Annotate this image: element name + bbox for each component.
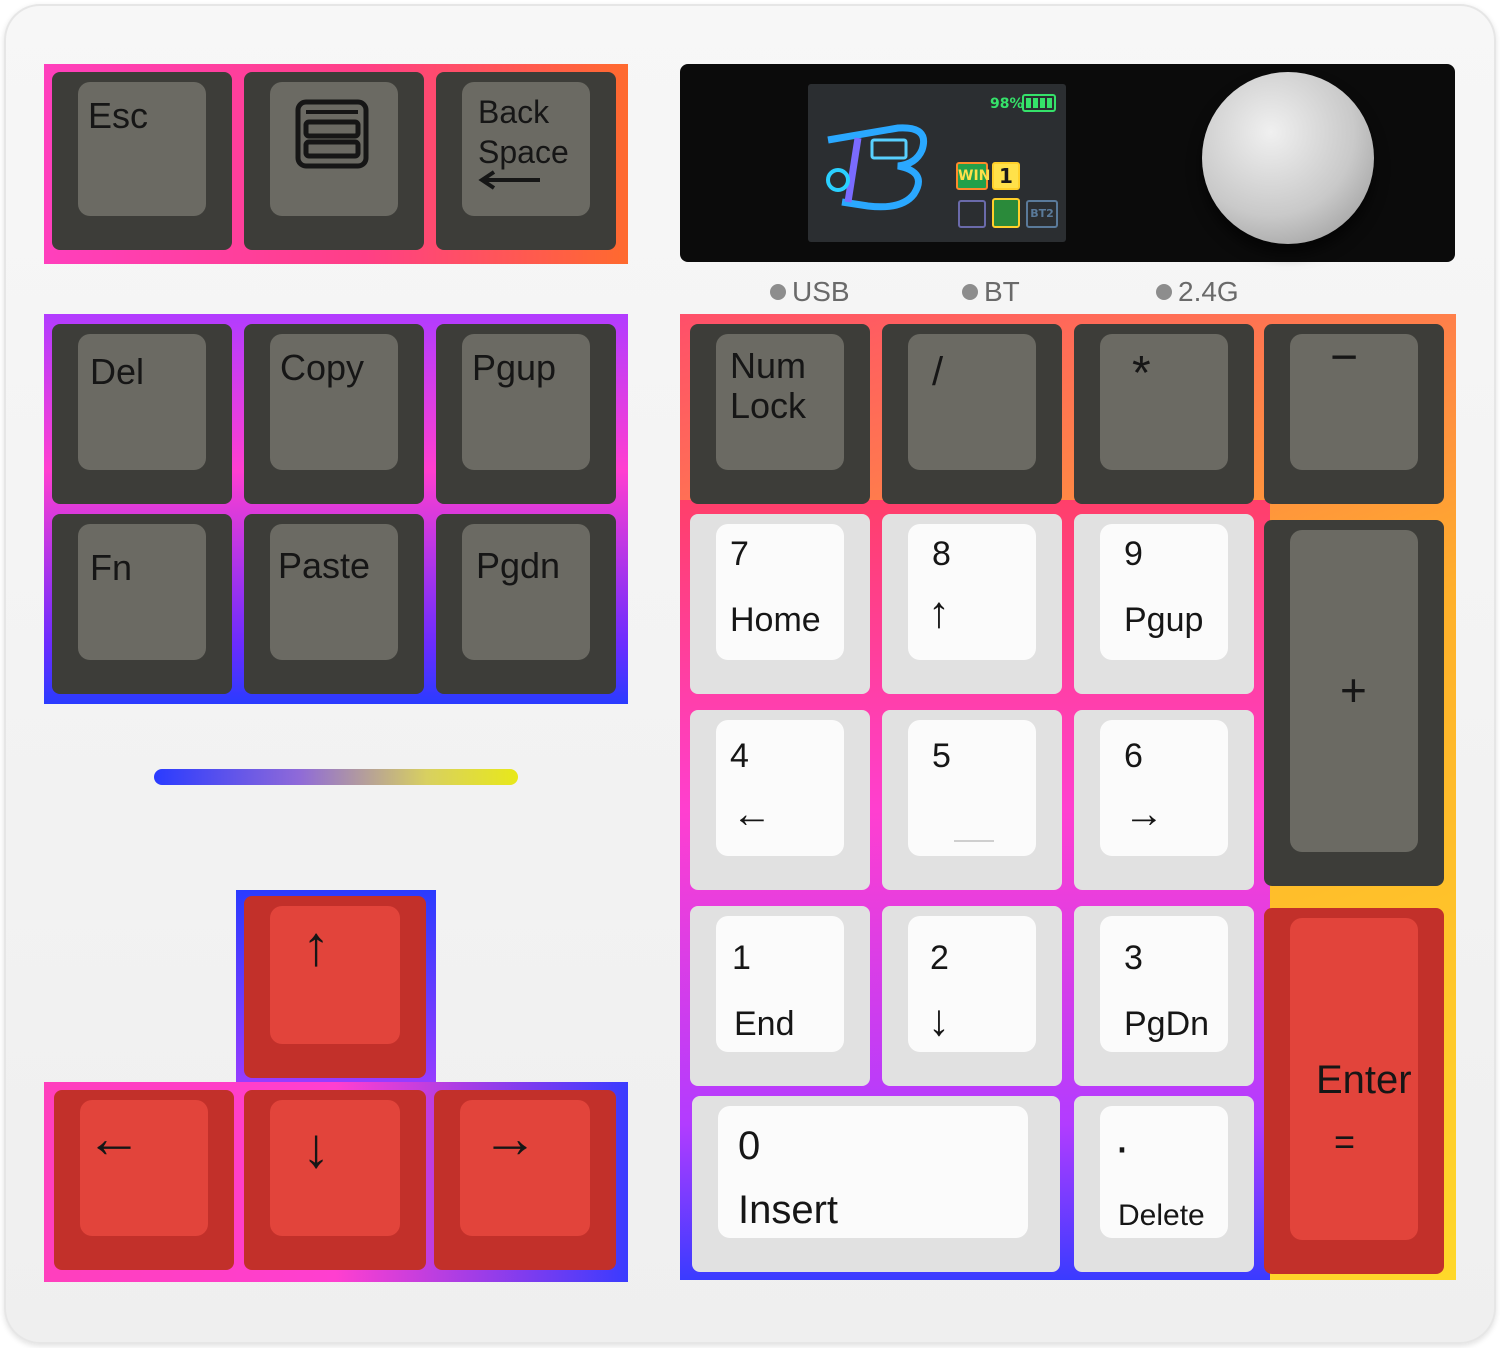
arrow-down-icon: ↓ [302,1116,330,1179]
key-arrow-down[interactable]: ↓ [244,1090,426,1270]
key-8[interactable]: 8 ↑ [882,514,1062,694]
key-fn-label: Fn [90,547,133,588]
key-1-sub-label: End [734,1005,795,1043]
receiver-mode-icon [992,198,1020,228]
key-fn[interactable]: Fn [52,514,232,694]
backspace-arrow-icon [478,170,540,190]
key-minus[interactable]: − [1264,324,1444,504]
homing-bump [954,840,994,842]
key-7[interactable]: 7 Home [690,514,870,694]
arrow-left-icon: ← [86,1106,142,1169]
led-bt [962,284,978,300]
key-enter-label: Enter [1316,1058,1412,1102]
key-asterisk-label: * [1132,347,1151,400]
indicator-24g: 2.4G [1156,276,1239,308]
key-pgup-label: Pgup [472,347,557,388]
arrow-up-icon: ↑ [302,914,330,977]
key-arrow-left[interactable]: ← [54,1090,234,1270]
key-arrow-up[interactable]: ↑ [244,896,426,1078]
key-numlock[interactable]: Num Lock [690,324,870,504]
key-0[interactable]: 0 Insert [692,1096,1060,1272]
key-9-label: 9 [1124,535,1143,573]
key-5[interactable]: 5 [882,710,1062,890]
key-backspace-label: Back Space [478,94,569,170]
key-3[interactable]: 3 PgDn [1074,906,1254,1086]
rgb-light-strip [154,769,518,785]
layer-badge: 1 [992,162,1020,190]
battery-icon [1022,94,1056,112]
key-paste-label: Paste [278,545,371,586]
key-slash-label: / [932,350,944,394]
key-2-label: 2 [930,939,949,977]
key-0-sub-label: Insert [738,1188,839,1232]
key-6[interactable]: 6 → [1074,710,1254,890]
indicator-usb: USB [770,276,850,308]
key-9-sub-label: Pgup [1124,601,1204,639]
led-usb [770,284,786,300]
led-24g [1156,284,1172,300]
key-menu[interactable] [244,72,424,250]
bluetooth-channel-badge: BT2 [1026,200,1058,228]
key-pgdn-label: Pgdn [476,545,561,586]
key-esc-label: Esc [88,95,149,136]
key-plus-label: + [1340,664,1367,716]
key-enter[interactable]: Enter = [1264,908,1444,1274]
usb-mode-icon [958,200,986,228]
indicator-bt: BT [962,276,1020,308]
os-mode-badge: WIN [956,162,990,190]
key-enter-sub-label: = [1334,1121,1356,1162]
key-6-sub-label: → [1124,792,1164,836]
key-9[interactable]: 9 Pgup [1074,514,1254,694]
key-7-sub-label: Home [730,601,821,639]
key-8-sub-label: ↑ [928,588,950,637]
key-7-label: 7 [730,535,749,573]
key-6-label: 6 [1124,737,1143,775]
key-esc[interactable]: Esc [52,72,232,250]
key-pgup[interactable]: Pgup [436,324,616,504]
key-del-label: Del [90,351,145,392]
key-asterisk[interactable]: * [1074,324,1254,504]
key-1-label: 1 [732,939,751,977]
key-plus[interactable]: + [1264,520,1444,886]
key-arrow-right[interactable]: → [434,1090,616,1270]
key-4[interactable]: 4 ← [690,710,870,890]
key-5-label: 5 [932,737,951,775]
key-3-label: 3 [1124,939,1143,977]
key-1[interactable]: 1 End [690,906,870,1086]
key-copy-label: Copy [280,347,365,388]
menu-icon [295,99,369,169]
rotary-knob[interactable] [1202,72,1374,244]
key-paste[interactable]: Paste [244,514,424,694]
key-4-label: 4 [730,737,749,775]
key-3-sub-label: PgDn [1124,1005,1210,1043]
key-numlock-label: Num Lock [730,345,807,426]
brand-logo-icon [826,124,927,211]
key-0-label: 0 [738,1124,761,1168]
key-minus-label: − [1330,331,1359,384]
key-del[interactable]: Del [52,324,232,504]
arrow-right-icon: → [482,1106,538,1169]
key-2[interactable]: 2 ↓ [882,906,1062,1086]
key-copy[interactable]: Copy [244,324,424,504]
key-8-label: 8 [932,535,951,573]
key-decimal-sub-label: Delete [1118,1199,1205,1232]
key-backspace[interactable]: Back Space [436,72,616,250]
key-pgdn[interactable]: Pgdn [436,514,616,694]
key-2-sub-label: ↓ [928,996,950,1045]
battery-percent: 98% [990,96,1024,112]
key-slash[interactable]: / [882,324,1062,504]
key-decimal[interactable]: · Delete [1074,1096,1254,1272]
key-decimal-label: · [1114,1121,1130,1174]
key-4-sub-label: ← [732,792,772,836]
